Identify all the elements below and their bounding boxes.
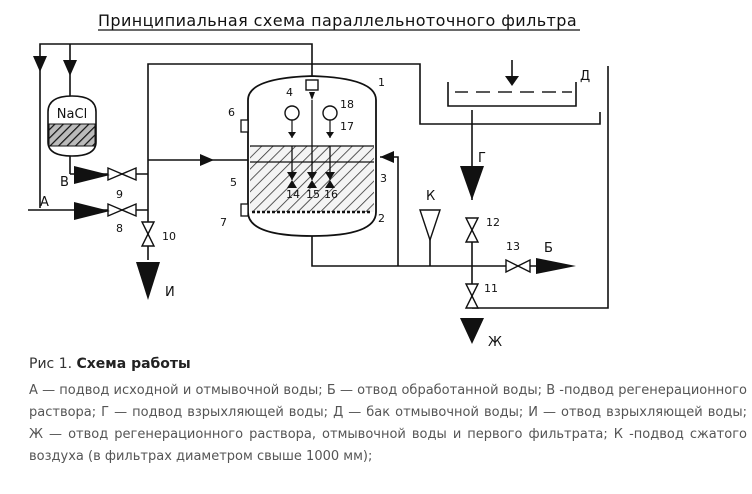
arrow-nacl-down	[63, 60, 77, 76]
valve-13	[505, 258, 531, 274]
label-17: 17	[340, 120, 354, 133]
label-10: 10	[162, 230, 176, 243]
arrow-g-down	[460, 166, 484, 200]
label-18: 18	[340, 98, 354, 111]
label-g: Г	[478, 151, 486, 166]
valve-11	[464, 283, 480, 309]
caption-heading: Рис 1. Схема работы	[29, 356, 747, 372]
arrow-return	[380, 151, 394, 163]
label-9: 9	[116, 188, 123, 201]
figure-caption: Рис 1. Схема работы А — подвод исходной …	[29, 356, 747, 468]
label-13: 13	[506, 240, 520, 253]
caption-prefix: Рис 1.	[29, 356, 77, 372]
label-7: 7	[220, 216, 227, 229]
label-1: 1	[378, 76, 385, 89]
label-16: 16	[324, 188, 338, 201]
label-b: Б	[544, 241, 553, 256]
arrow-i-out	[136, 262, 160, 300]
label-11: 11	[484, 282, 498, 295]
label-i: И	[165, 285, 175, 300]
nacl-vessel: NaCl	[47, 95, 97, 157]
label-8: 8	[116, 222, 123, 235]
label-2: 2	[378, 212, 385, 225]
caption-legend: А — подвод исходной и отмывочной воды; Б…	[29, 383, 747, 464]
label-d: Д	[580, 69, 590, 84]
valve-9	[107, 166, 137, 182]
label-4: 4	[286, 86, 293, 99]
flow-arrows	[33, 56, 576, 344]
label-12: 12	[486, 216, 500, 229]
caption-bold: Схема работы	[76, 356, 191, 372]
label-zh: Ж	[488, 335, 502, 350]
air-inlet-k	[419, 209, 441, 243]
valve-8	[107, 202, 137, 218]
arrow-zh-out	[460, 318, 484, 344]
arrow-b-in	[74, 166, 110, 184]
arrow-inlet	[200, 154, 214, 166]
tank-d	[447, 60, 577, 107]
label-6: 6	[228, 106, 235, 119]
diagram-title: Принципиальная схема параллельноточного …	[98, 11, 577, 30]
arrow-a-in	[74, 202, 110, 220]
arrow-b-out	[536, 258, 576, 274]
label-k: К	[426, 189, 435, 204]
filter-vessel	[240, 75, 377, 237]
label-15: 15	[306, 188, 320, 201]
label-v: В	[60, 175, 69, 190]
label-3: 3	[380, 172, 387, 185]
valve-12	[464, 217, 480, 243]
label-14: 14	[286, 188, 300, 201]
nacl-label: NaCl	[57, 107, 87, 122]
arrow-line-v-left	[33, 56, 47, 72]
label-a: А	[40, 195, 49, 210]
label-5: 5	[230, 176, 237, 189]
valve-10	[140, 221, 156, 247]
